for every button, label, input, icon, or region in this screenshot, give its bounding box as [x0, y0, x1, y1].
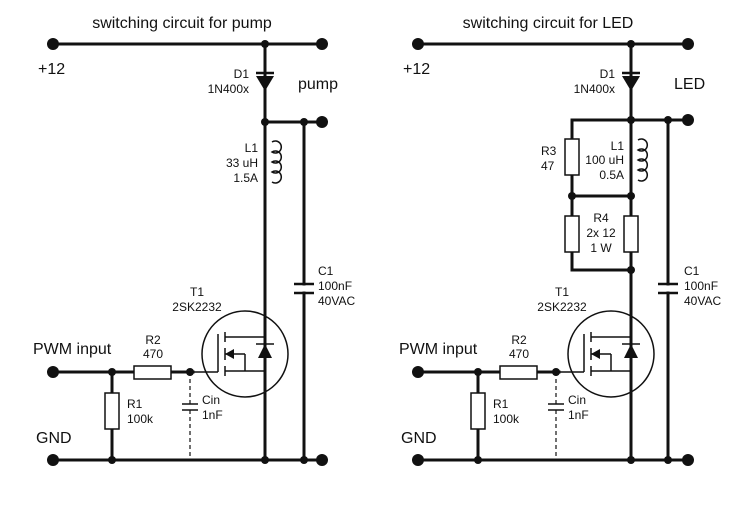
- ground-label: GND: [36, 430, 72, 447]
- junction: [108, 456, 116, 464]
- cin-value: 1nF: [568, 408, 589, 422]
- cin-value: 1nF: [202, 408, 223, 422]
- r2-value: 470: [143, 347, 163, 361]
- pump-terminal: [316, 116, 328, 128]
- pump-circuit: switching circuit for pump +12 D1 1N400x…: [33, 15, 355, 466]
- resistor-r3: [564, 138, 580, 176]
- junction: [627, 192, 635, 200]
- t1-part: 2SK2232: [172, 300, 222, 314]
- supply-label: +12: [38, 61, 65, 78]
- d1-part: 1N400x: [574, 82, 615, 96]
- supply-terminal-left: [47, 38, 59, 50]
- c1-label: C1: [684, 264, 700, 278]
- resistor-r1: [104, 392, 120, 430]
- led-label: LED: [674, 76, 705, 93]
- junction: [261, 456, 269, 464]
- supply-terminal-right: [316, 38, 328, 50]
- led-circuit-title: switching circuit for LED: [463, 15, 634, 32]
- pwm-input-label: PWM input: [33, 341, 112, 358]
- l1-value: 33 uH: [226, 156, 258, 170]
- c1-voltage: 40VAC: [318, 294, 355, 308]
- r3-value: 47: [541, 159, 555, 173]
- inductor-l1: [636, 138, 648, 182]
- l1-value: 100 uH: [585, 153, 624, 167]
- resistor-r4b: [623, 215, 639, 253]
- r2-label: R2: [511, 333, 527, 347]
- led-terminal: [682, 114, 694, 126]
- t1-label: T1: [555, 285, 569, 299]
- d1-part: 1N400x: [208, 82, 249, 96]
- junction: [627, 266, 635, 274]
- pump-circuit-title: switching circuit for pump: [92, 15, 272, 32]
- ground-terminal-left: [47, 454, 59, 466]
- cin-label: Cin: [202, 393, 220, 407]
- mosfet-t1: [193, 310, 289, 398]
- t1-label: T1: [190, 285, 204, 299]
- resistor-r2: [133, 365, 172, 380]
- r4-value: 2x 12: [586, 226, 616, 240]
- led-circuit: switching circuit for LED +12 D1 1N400x …: [399, 15, 721, 466]
- r2-value: 470: [509, 347, 529, 361]
- c1-voltage: 40VAC: [684, 294, 721, 308]
- junction: [474, 456, 482, 464]
- r1-label: R1: [493, 397, 509, 411]
- r1-value: 100k: [493, 412, 520, 426]
- supply-terminal-left: [412, 38, 424, 50]
- l1-current: 0.5A: [599, 168, 624, 182]
- ground-label: GND: [401, 430, 437, 447]
- c1-value: 100nF: [318, 279, 352, 293]
- r2-label: R2: [145, 333, 161, 347]
- junction: [627, 456, 635, 464]
- supply-terminal-right: [682, 38, 694, 50]
- t1-part: 2SK2232: [537, 300, 587, 314]
- c1-label: C1: [318, 264, 334, 278]
- r4-power: 1 W: [590, 241, 612, 255]
- l1-label: L1: [245, 141, 259, 155]
- resistor-r2: [499, 365, 538, 380]
- pwm-input-terminal: [47, 366, 59, 378]
- junction: [300, 456, 308, 464]
- l1-label: L1: [611, 139, 625, 153]
- r1-value: 100k: [127, 412, 154, 426]
- ground-terminal-right: [682, 454, 694, 466]
- supply-label: +12: [403, 61, 430, 78]
- c1-value: 100nF: [684, 279, 718, 293]
- resistor-r4a: [564, 215, 580, 253]
- cin-label: Cin: [568, 393, 586, 407]
- pwm-input-terminal: [412, 366, 424, 378]
- pwm-input-label: PWM input: [399, 341, 478, 358]
- mosfet-t1: [559, 310, 655, 398]
- inductor-l1: [270, 140, 282, 184]
- diode-d1: [622, 76, 640, 91]
- diode-d1: [256, 76, 274, 91]
- r3-label: R3: [541, 144, 557, 158]
- pump-label: pump: [298, 76, 338, 93]
- r1-label: R1: [127, 397, 143, 411]
- d1-label: D1: [234, 67, 250, 81]
- r4-label: R4: [593, 211, 609, 225]
- ground-terminal-right: [316, 454, 328, 466]
- resistor-r1: [470, 392, 486, 430]
- ground-terminal-left: [412, 454, 424, 466]
- junction: [664, 456, 672, 464]
- l1-current: 1.5A: [233, 171, 258, 185]
- d1-label: D1: [600, 67, 616, 81]
